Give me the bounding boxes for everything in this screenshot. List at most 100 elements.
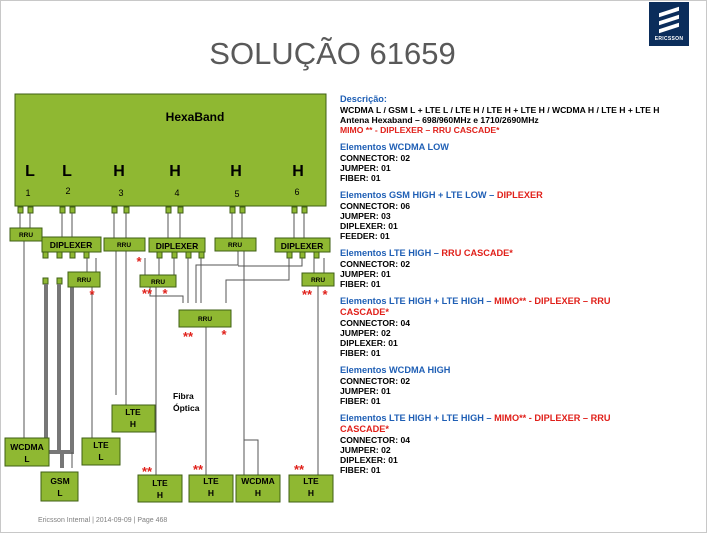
- section-item: CONNECTOR: 02: [340, 259, 411, 269]
- rru-label: RRU: [19, 232, 33, 239]
- radio-units: [4, 404, 334, 503]
- section-item: FIBER: 01: [340, 396, 381, 406]
- port-label: 4: [174, 188, 179, 198]
- description-line: MIMO ** - DIPLEXER – RRU CASCADE*: [340, 125, 500, 135]
- section-item: JUMPER: 02: [340, 445, 391, 455]
- first-stage: [9, 227, 335, 328]
- description-panel: Descrição: WCDMA L / GSM L + LTE L / LTE…: [340, 94, 700, 482]
- unit-band: H: [157, 490, 163, 500]
- band-label: H: [292, 163, 304, 180]
- port-label: 3: [118, 188, 123, 198]
- element-section: Elementos LTE HIGH – RRU CASCADE*CONNECT…: [340, 248, 700, 289]
- rru-label: RRU: [117, 242, 131, 249]
- diplexer-box: [41, 236, 102, 253]
- rru-box: [67, 271, 101, 288]
- section-title-accent: MIMO** - DIPLEXER – RRU: [494, 413, 611, 423]
- description-header: Descrição: WCDMA L / GSM L + LTE L / LTE…: [340, 94, 700, 135]
- section-item: CONNECTOR: 04: [340, 435, 411, 445]
- fiber-label-line: Óptica: [173, 402, 200, 413]
- page-title: SOLUÇÃO 61659: [209, 36, 456, 71]
- port-labels: 1 2 3 4 5 6: [25, 186, 299, 199]
- section-title-accent: RRU CASCADE*: [441, 248, 513, 258]
- section-title-accent: MIMO** - DIPLEXER – RRU: [494, 296, 611, 306]
- rru-box: [103, 237, 146, 252]
- ericsson-logo: ERICSSON: [649, 2, 689, 46]
- band-label: L: [62, 163, 72, 180]
- unit-labels: WCDMA L GSM L LTE L LTE H LTE H LTE H WC…: [10, 407, 319, 500]
- markers: * * ** * ** * ** * ** ** **: [89, 254, 328, 479]
- section-title-accent: DIPLEXER: [496, 190, 543, 200]
- unit-gsm-l: [40, 471, 79, 502]
- stage-labels: RRU DIPLEXER RRU DIPLEXER RRU DIPLEXER R…: [19, 232, 325, 323]
- band-label: H: [169, 163, 181, 180]
- rru-label: RRU: [311, 277, 325, 284]
- mimo-star: **: [193, 462, 204, 477]
- element-section: Elementos LTE HIGH + LTE HIGH – MIMO** -…: [340, 413, 700, 475]
- unit-band: H: [308, 488, 314, 498]
- section-title: Elementos LTE HIGH – RRU CASCADE*: [340, 248, 700, 259]
- section-title: Elementos GSM HIGH + LTE LOW – DIPLEXER: [340, 190, 700, 201]
- rru-box: [214, 237, 257, 252]
- diplexer-label: DIPLEXER: [156, 241, 199, 251]
- section-item: FIBER: 01: [340, 465, 381, 475]
- mimo-star: **: [142, 286, 153, 301]
- port-label: 2: [65, 186, 70, 196]
- section-item: FIBER: 01: [340, 279, 381, 289]
- unit-name: LTE: [303, 476, 319, 486]
- band-label: H: [113, 163, 125, 180]
- section-item: FIBER: 01: [340, 173, 381, 183]
- unit-name: GSM: [50, 476, 69, 486]
- hexaband-antenna: [14, 93, 327, 207]
- fiber-label: Fibra Óptica: [173, 391, 200, 413]
- section-item: JUMPER: 02: [340, 328, 391, 338]
- section-title-accent: CASCADE*: [340, 424, 390, 434]
- unit-band: H: [255, 488, 261, 498]
- unit-name: LTE: [125, 407, 141, 417]
- cascade-star: *: [136, 254, 142, 269]
- section-title: Elementos LTE HIGH + LTE HIGH – MIMO** -…: [340, 296, 700, 307]
- unit-band: L: [98, 452, 103, 462]
- port-label: 5: [234, 189, 239, 199]
- description-line: Antena Hexaband – 698/960MHz e 1710/2690…: [340, 115, 539, 125]
- unit-lte-h: [137, 474, 183, 503]
- antenna-label: HexaBand: [166, 110, 225, 124]
- unit-wcdma-h: [235, 474, 281, 503]
- section-item: JUMPER: 01: [340, 269, 391, 279]
- port-label: 6: [294, 187, 299, 197]
- diplexer-label: DIPLEXER: [281, 241, 324, 251]
- description-line: WCDMA L / GSM L + LTE L / LTE H / LTE H …: [340, 105, 660, 115]
- unit-band: H: [130, 419, 136, 429]
- section-item: JUMPER: 01: [340, 163, 391, 173]
- section-title-text: Elementos LTE HIGH + LTE HIGH –: [340, 296, 495, 306]
- section-item: JUMPER: 03: [340, 211, 391, 221]
- section-title: Elementos WCDMA HIGH: [340, 365, 700, 376]
- unit-band: L: [57, 488, 62, 498]
- cascade-star: *: [89, 287, 95, 302]
- rru-label: RRU: [198, 316, 212, 323]
- section-item: FIBER: 01: [340, 348, 381, 358]
- section-item: DIPLEXER: 01: [340, 221, 398, 231]
- mimo-star: **: [183, 329, 194, 344]
- unit-name: WCDMA: [10, 442, 44, 452]
- mimo-star: **: [142, 464, 153, 479]
- brand-name: ERICSSON: [654, 36, 684, 42]
- section-title-text: Elementos LTE HIGH –: [340, 248, 442, 258]
- mimo-star: **: [294, 462, 305, 477]
- unit-name: LTE: [93, 440, 109, 450]
- cascade-star: *: [162, 286, 168, 301]
- diplexer-box: [274, 237, 331, 253]
- rru-box: [301, 272, 335, 287]
- footer: Ericsson Internal | 2014-09-09 | Page 46…: [38, 517, 168, 524]
- section-title-text: Elementos WCDMA LOW: [340, 142, 449, 152]
- section-title: Elementos WCDMA LOW: [340, 142, 700, 153]
- band-label: L: [25, 163, 35, 180]
- section-item: CONNECTOR: 04: [340, 318, 411, 328]
- section-title-text: Elementos GSM HIGH + LTE LOW –: [340, 190, 497, 200]
- unit-name: LTE: [203, 476, 219, 486]
- description-heading: Descrição:: [340, 94, 387, 104]
- band-label: H: [230, 163, 242, 180]
- section-item: CONNECTOR: 06: [340, 201, 411, 211]
